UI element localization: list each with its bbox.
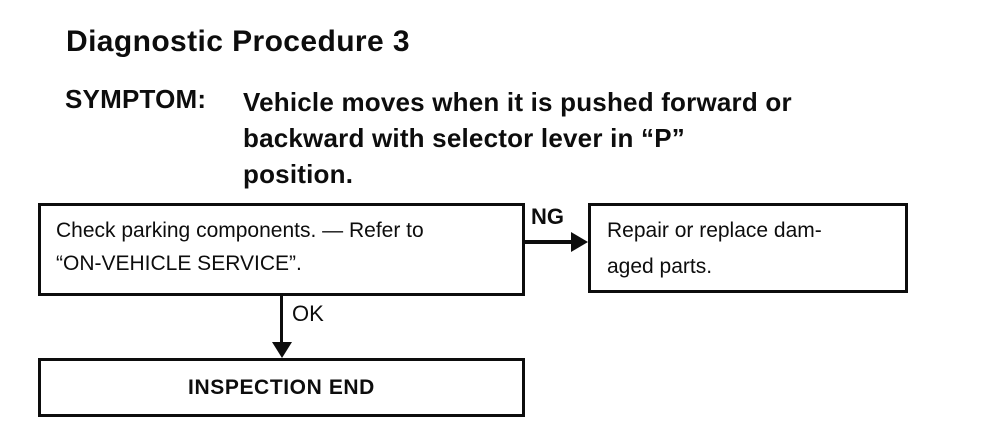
symptom-line-2: backward with selector lever in “P” — [243, 123, 685, 153]
ng-arrow-line — [524, 240, 574, 244]
flow-box-inspection-end: INSPECTION END — [38, 358, 525, 417]
ok-arrow-line — [280, 296, 283, 344]
symptom-line-1: Vehicle moves when it is pushed forward … — [243, 87, 792, 117]
ok-arrowhead-icon — [272, 342, 292, 358]
check-parking-line-2: “ON-VEHICLE SERVICE”. — [56, 252, 302, 275]
check-parking-line-1: Check parking components. — Refer to — [56, 219, 424, 242]
ok-branch-label: OK — [292, 301, 324, 326]
flow-box-check-parking: Check parking components. — Refer to “ON… — [38, 203, 525, 296]
symptom-label: SYMPTOM: — [65, 84, 207, 114]
inspection-end-label: INSPECTION END — [188, 375, 375, 399]
flow-box-repair: Repair or replace dam- aged parts. — [588, 203, 908, 293]
ng-branch-label: NG — [531, 204, 564, 229]
symptom-text: Vehicle moves when it is pushed forward … — [243, 84, 792, 192]
page-title: Diagnostic Procedure 3 — [66, 25, 410, 58]
ng-arrowhead-icon — [571, 232, 588, 252]
symptom-line-3: position. — [243, 159, 354, 189]
repair-line-1: Repair or replace dam- — [607, 219, 822, 242]
repair-line-2: aged parts. — [607, 255, 713, 278]
